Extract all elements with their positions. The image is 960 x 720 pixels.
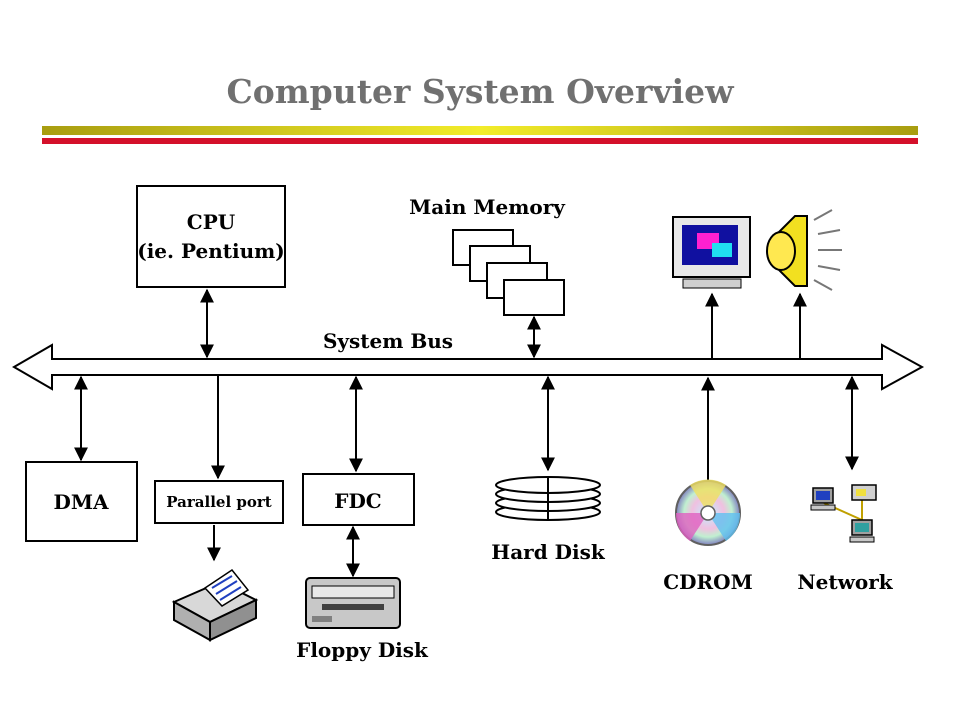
system-bus bbox=[12, 343, 925, 391]
fdc-component: FDC bbox=[302, 473, 415, 526]
hard-disk-label: Hard Disk bbox=[491, 540, 606, 564]
cpu-sublabel: (ie. Pentium) bbox=[137, 239, 284, 263]
speaker-icon bbox=[766, 209, 842, 291]
title-rule-yellow bbox=[42, 126, 918, 135]
network-label: Network bbox=[797, 570, 893, 594]
main-memory-label: Main Memory bbox=[409, 195, 566, 219]
system-bus-label: System Bus bbox=[323, 329, 453, 353]
fdc-label: FDC bbox=[334, 489, 381, 513]
printer-icon bbox=[171, 568, 259, 642]
cdrom-label: CDROM bbox=[663, 570, 752, 594]
dma-label: DMA bbox=[54, 490, 109, 514]
network-icon bbox=[810, 484, 877, 543]
cpu-label: CPU bbox=[187, 210, 235, 234]
floppy-drive-icon bbox=[305, 577, 401, 629]
monitor-icon bbox=[672, 216, 751, 289]
main-memory-icon bbox=[452, 229, 565, 316]
floppy-disk-label: Floppy Disk bbox=[296, 638, 429, 662]
hard-disk-icon bbox=[495, 476, 601, 521]
title-rule-red bbox=[42, 138, 918, 144]
parallel-port-label: Parallel port bbox=[166, 493, 271, 511]
cdrom-disc-icon bbox=[675, 479, 741, 546]
parallel-port-component: Parallel port bbox=[154, 480, 284, 524]
cpu-component: CPU (ie. Pentium) bbox=[136, 185, 286, 288]
dma-component: DMA bbox=[25, 461, 138, 542]
page-title: Computer System Overview bbox=[226, 72, 735, 111]
